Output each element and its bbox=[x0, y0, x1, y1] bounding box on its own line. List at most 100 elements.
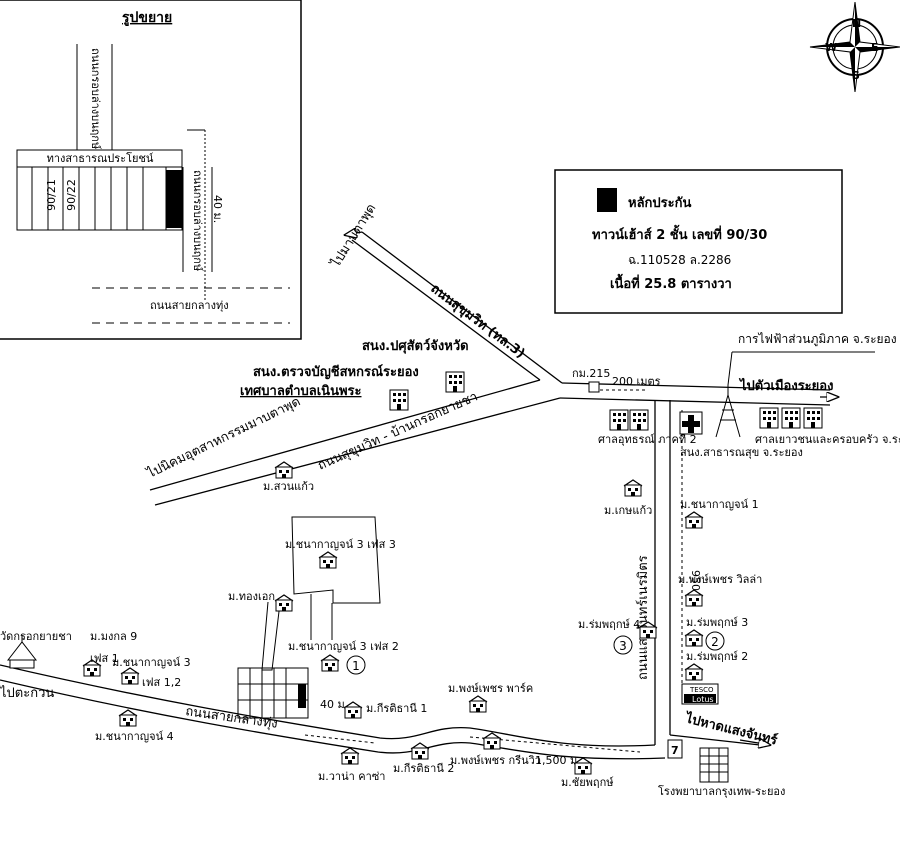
place-thong-ek: ม.ทองเอก bbox=[228, 590, 275, 603]
house-icon bbox=[274, 594, 294, 612]
place-electric: การไฟฟ้าส่วนภูมิภาค จ.ระยอง bbox=[738, 332, 897, 347]
place-hospital: โรงพยาบาลกรุงเทพ-ระยอง bbox=[658, 784, 785, 798]
compass-n: N bbox=[852, 17, 861, 30]
building-icon bbox=[781, 407, 801, 429]
label-to-hat: ไปหาดแสงจันทร์ bbox=[682, 709, 779, 749]
house-icon bbox=[410, 742, 430, 760]
place-health: สนง.สาธารณสุข จ.ระยอง bbox=[680, 446, 803, 459]
place-chanakan-1: ม.ชนากาญจน์ 1 bbox=[680, 498, 759, 511]
place-kiritthani-1: ม.กีรติธานี 1 bbox=[366, 702, 427, 715]
legend-area: เนื้อที่ 25.8 ตารางวา bbox=[610, 273, 732, 292]
compass-e: E bbox=[871, 41, 879, 54]
inset-distance: 40 ม. bbox=[211, 195, 224, 223]
inset-public-way-label: ทางสาธารณประโยชน์ bbox=[47, 151, 154, 165]
house-icon bbox=[623, 479, 643, 497]
building-icon bbox=[803, 407, 823, 429]
building-icon bbox=[609, 409, 629, 431]
project-plots bbox=[237, 516, 381, 719]
svg-text:Lotus: Lotus bbox=[692, 695, 714, 704]
label-dist-40: 40 ม. bbox=[320, 698, 348, 711]
house-icon bbox=[684, 511, 704, 529]
inset-lot-left: 90/21 bbox=[45, 179, 58, 211]
inset-lot-right: 90/22 bbox=[65, 179, 78, 211]
tesco-lotus-icon: TESCO Lotus bbox=[681, 683, 719, 705]
inset-bottom-road: ถนนสายกลางทุ่ง bbox=[150, 299, 229, 312]
legend-deed: ฉ.110528 ล.2286 bbox=[628, 253, 731, 267]
house-icon bbox=[320, 654, 340, 672]
place-mongkol-9: ม.มงกล 9 bbox=[90, 630, 137, 643]
house-icon bbox=[468, 695, 488, 713]
place-phongphet-greenview: ม.พงษ์เพชร กรีนวิว bbox=[450, 754, 541, 767]
marker-1: 1 bbox=[346, 655, 366, 675]
distance-indicators bbox=[304, 389, 683, 753]
place-temple: วัดกรอกยายชา bbox=[0, 630, 72, 643]
place-municipality: เทศบาลตำบลเนินพระ bbox=[240, 383, 362, 399]
place-wana-kasa: ม.วาน่า คาซ่า bbox=[318, 770, 385, 783]
building-icon bbox=[629, 409, 649, 431]
place-chanakan-3: ม.ชนากาญจน์ 3 bbox=[112, 656, 191, 669]
legend-marker-label: หลักประกัน bbox=[628, 196, 691, 211]
svg-text:TESCO: TESCO bbox=[689, 686, 714, 694]
svg-text:1: 1 bbox=[352, 659, 360, 673]
place-phongphet-villa: ม.พงษ์เพชร วิลล่า bbox=[678, 573, 762, 586]
inset-panel: รูปขยาย ถนนกรอบล่างบนฤกษ์ ถนนกรอบล่างบนฤ… bbox=[0, 0, 302, 340]
collateral-location bbox=[298, 684, 306, 708]
place-phase-12: เฟส 1,2 bbox=[142, 676, 181, 689]
house-icon bbox=[274, 461, 294, 479]
label-dist-1500: 1,500 ม. bbox=[535, 754, 581, 767]
collateral-marker-swatch bbox=[597, 188, 617, 212]
label-km: กม.215 bbox=[572, 367, 610, 380]
label-saeng-chan: ถนนแสงจันทร์เนรมิตร bbox=[635, 555, 651, 680]
convenience-store-icon bbox=[667, 739, 683, 759]
inset-road-left-label: ถนนกรอบล่างบนฤกษ์ bbox=[89, 48, 102, 149]
place-suan-kaeo: ม.สวนแก้ว bbox=[263, 480, 314, 493]
transmission-tower-icon bbox=[715, 385, 741, 438]
place-chanakan-3-phase3: ม.ชนากาญจน์ 3 เฟส 3 bbox=[285, 538, 396, 551]
label-dist-200: 200 เมตร bbox=[612, 375, 661, 388]
place-audit: สนง.ตรวจบัญชีสหกรณ์ระยอง bbox=[253, 364, 419, 380]
house-icon bbox=[684, 629, 704, 647]
house-icon bbox=[318, 551, 338, 569]
compass-s: S bbox=[852, 69, 860, 82]
svg-text:7: 7 bbox=[671, 744, 679, 757]
temple-icon bbox=[6, 636, 38, 669]
marker-3: 3 bbox=[613, 635, 633, 655]
house-icon bbox=[118, 709, 138, 727]
place-phongphet-park: ม.พงษ์เพชร พาร์ค bbox=[448, 682, 533, 695]
label-to-map-ta-phut: ไปมาบตาพุด bbox=[327, 201, 379, 271]
hospital-icon bbox=[699, 747, 729, 783]
place-romruek-2: ม.ร่มพฤกษ์ 2 bbox=[686, 650, 748, 663]
svg-text:3: 3 bbox=[619, 639, 627, 653]
place-chanakan-3-phase2: ม.ชนากาญจน์ 3 เฟส 2 bbox=[288, 640, 399, 653]
compass-w: W bbox=[825, 41, 837, 54]
legend-property: ทาวน์เฮ้าส์ 2 ชั้น เลขที่ 90/30 bbox=[592, 224, 767, 243]
house-icon bbox=[120, 667, 140, 685]
inset-collateral-lot bbox=[166, 170, 182, 228]
place-chanakan-4: ม.ชนากาญจน์ 4 bbox=[95, 730, 174, 743]
place-chaipruek: ม.ชัยพฤกษ์ bbox=[561, 776, 614, 789]
svg-text:2: 2 bbox=[711, 635, 719, 649]
building-icon bbox=[445, 371, 465, 393]
building-icon bbox=[759, 407, 779, 429]
house-icon bbox=[684, 663, 704, 681]
legend-box: หลักประกัน ทาวน์เฮ้าส์ 2 ชั้น เลขที่ 90/… bbox=[554, 169, 843, 314]
compass-rose: N S E W bbox=[809, 1, 900, 93]
house-icon bbox=[482, 732, 502, 750]
marker-2: 2 bbox=[705, 631, 725, 651]
label-to-takuan: ไปตะกวน bbox=[0, 685, 54, 701]
house-icon bbox=[340, 747, 360, 765]
place-kiritthani-2: ม.กีรติธานี 2 bbox=[393, 762, 454, 775]
place-romruek-3: ม.ร่มพฤกษ์ 3 bbox=[686, 616, 748, 629]
place-appeal-court: ศาลอุทธรณ์ ภาคที่ 2 bbox=[598, 431, 697, 446]
place-livestock: สนง.ปศุสัตว์จังหวัด bbox=[362, 338, 469, 354]
inset-road-right-label: ถนนกรอบล่างบนฤกษ์ bbox=[191, 170, 204, 271]
place-family-court: ศาลเยาวชนและครอบครัว จ.ระยอง bbox=[755, 433, 900, 446]
red-cross-icon bbox=[679, 411, 703, 435]
place-phase-1: เฟส 1 bbox=[90, 652, 119, 665]
building-icon bbox=[389, 389, 409, 411]
km-post-icon bbox=[588, 381, 600, 393]
inset-lot-row bbox=[16, 166, 183, 231]
place-romruek-4: ม.ร่มพฤกษ์ 4 bbox=[578, 618, 640, 631]
label-to-rayong: ไปตัวเมืองระยอง bbox=[738, 377, 833, 394]
